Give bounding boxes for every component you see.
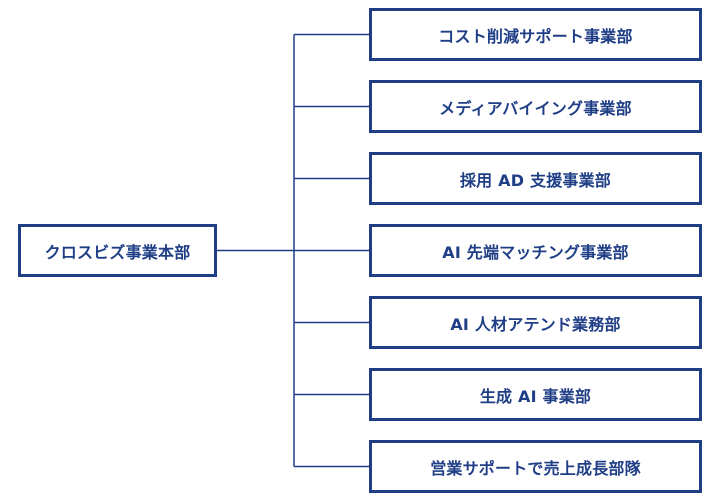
department-node: AI 人材アテンド業務部	[369, 296, 702, 349]
department-node: コスト削減サポート事業部	[369, 8, 702, 61]
department-label: メディアバイイング事業部	[439, 98, 632, 118]
department-node: 営業サポートで売上成長部隊	[369, 440, 702, 493]
department-label: コスト削減サポート事業部	[438, 26, 633, 46]
department-node: 採用 AD 支援事業部	[369, 152, 702, 205]
department-node: 生成 AI 事業部	[369, 368, 702, 421]
root-node-label: クロスビズ事業本部	[44, 242, 191, 262]
department-label: AI 人材アテンド業務部	[450, 314, 621, 334]
department-label: 営業サポートで売上成長部隊	[430, 458, 641, 478]
department-label: AI 先端マッチング事業部	[442, 242, 629, 262]
department-label: 採用 AD 支援事業部	[459, 170, 611, 190]
department-node: メディアバイイング事業部	[369, 80, 702, 133]
department-node: AI 先端マッチング事業部	[369, 224, 702, 277]
department-label: 生成 AI 事業部	[479, 386, 592, 406]
root-node: クロスビズ事業本部	[18, 224, 217, 277]
